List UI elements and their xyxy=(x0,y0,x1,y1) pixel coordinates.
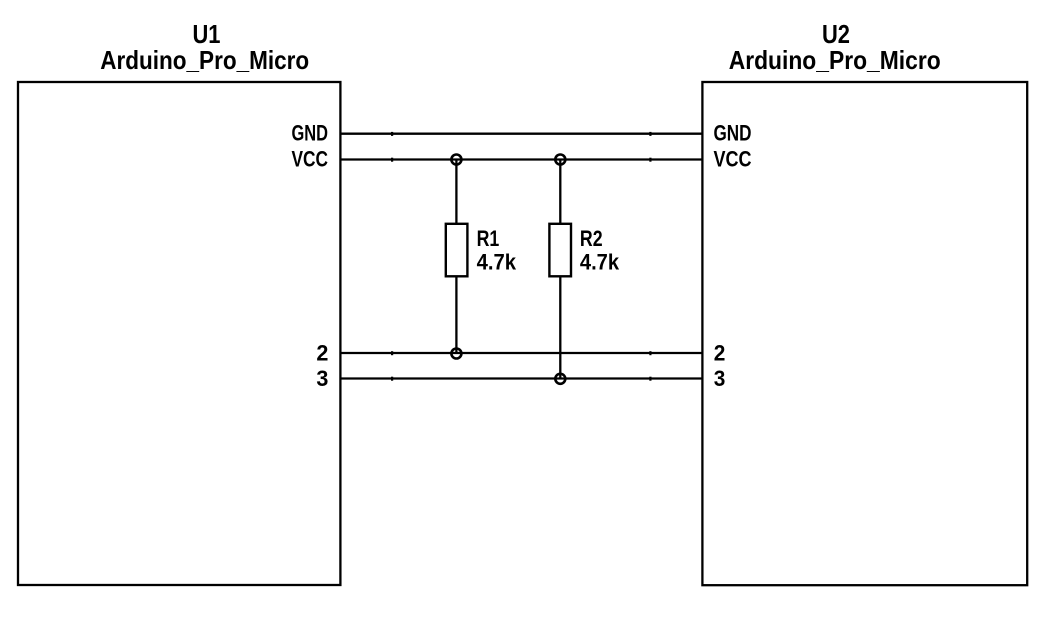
svg-text:3: 3 xyxy=(316,366,328,391)
svg-text:2: 2 xyxy=(316,340,328,365)
svg-text:VCC: VCC xyxy=(292,147,329,172)
svg-text:Arduino_Pro_Micro: Arduino_Pro_Micro xyxy=(100,45,309,75)
svg-text:U2: U2 xyxy=(822,19,850,49)
svg-text:3: 3 xyxy=(714,366,726,391)
svg-text:Arduino_Pro_Micro: Arduino_Pro_Micro xyxy=(729,45,941,75)
svg-text:GND: GND xyxy=(292,121,329,146)
svg-text:2: 2 xyxy=(714,340,726,365)
svg-text:4.7k: 4.7k xyxy=(580,249,620,274)
svg-text:R2: R2 xyxy=(580,226,603,251)
svg-text:U1: U1 xyxy=(193,19,221,49)
svg-text:R1: R1 xyxy=(477,226,500,251)
svg-text:GND: GND xyxy=(714,121,752,146)
svg-text:VCC: VCC xyxy=(714,147,752,172)
svg-text:4.7k: 4.7k xyxy=(477,249,517,274)
